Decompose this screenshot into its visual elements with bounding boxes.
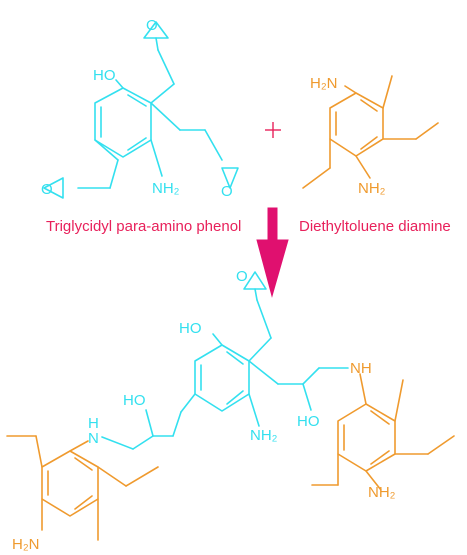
svg-text:O: O bbox=[236, 268, 248, 285]
product-nh2-label: NH₂ bbox=[250, 427, 278, 444]
reactant-a-name: Triglycidyl para-amino phenol bbox=[46, 218, 241, 235]
product-h2n-left-label: H₂N bbox=[12, 536, 40, 553]
reactant-b-h2n-label: H₂N bbox=[310, 75, 338, 92]
benzene-ring bbox=[41, 450, 99, 517]
svg-text:O: O bbox=[41, 181, 53, 198]
benzene-ring bbox=[194, 344, 250, 412]
product-nh-right-label: NH bbox=[350, 360, 372, 377]
reactant-b-nh2-label: NH₂ bbox=[358, 180, 386, 197]
reactant-diethyltoluene-structure bbox=[302, 75, 439, 189]
epoxide-ring-right bbox=[221, 167, 239, 189]
product-left-amine-structure bbox=[6, 435, 159, 541]
plus-sign bbox=[265, 122, 281, 138]
product-right-amine-structure bbox=[311, 373, 455, 491]
product-ho-left-label: HO bbox=[123, 392, 146, 409]
product-nh-left-h: H bbox=[88, 415, 99, 432]
reaction-arrow bbox=[256, 207, 289, 298]
benzene-ring bbox=[329, 92, 384, 157]
reactant-a-nh2-label: NH₂ bbox=[152, 180, 180, 197]
product-ho-right-label: HO bbox=[297, 413, 320, 430]
reactant-a-ho-label: HO bbox=[93, 67, 116, 84]
epoxide-ring-left bbox=[43, 177, 64, 199]
svg-text:O: O bbox=[221, 183, 233, 200]
reactant-triglycidyl-structure: O O O bbox=[41, 17, 239, 200]
product-nh2-right-label: NH₂ bbox=[368, 484, 396, 501]
product-core-structure: O bbox=[101, 268, 349, 450]
product-ho-top-label: HO bbox=[179, 320, 202, 337]
benzene-ring bbox=[337, 403, 396, 472]
reactant-b-name: Diethyltoluene diamine bbox=[299, 218, 451, 235]
product-nh-left-n: N bbox=[88, 430, 99, 447]
svg-text:O: O bbox=[146, 17, 158, 34]
